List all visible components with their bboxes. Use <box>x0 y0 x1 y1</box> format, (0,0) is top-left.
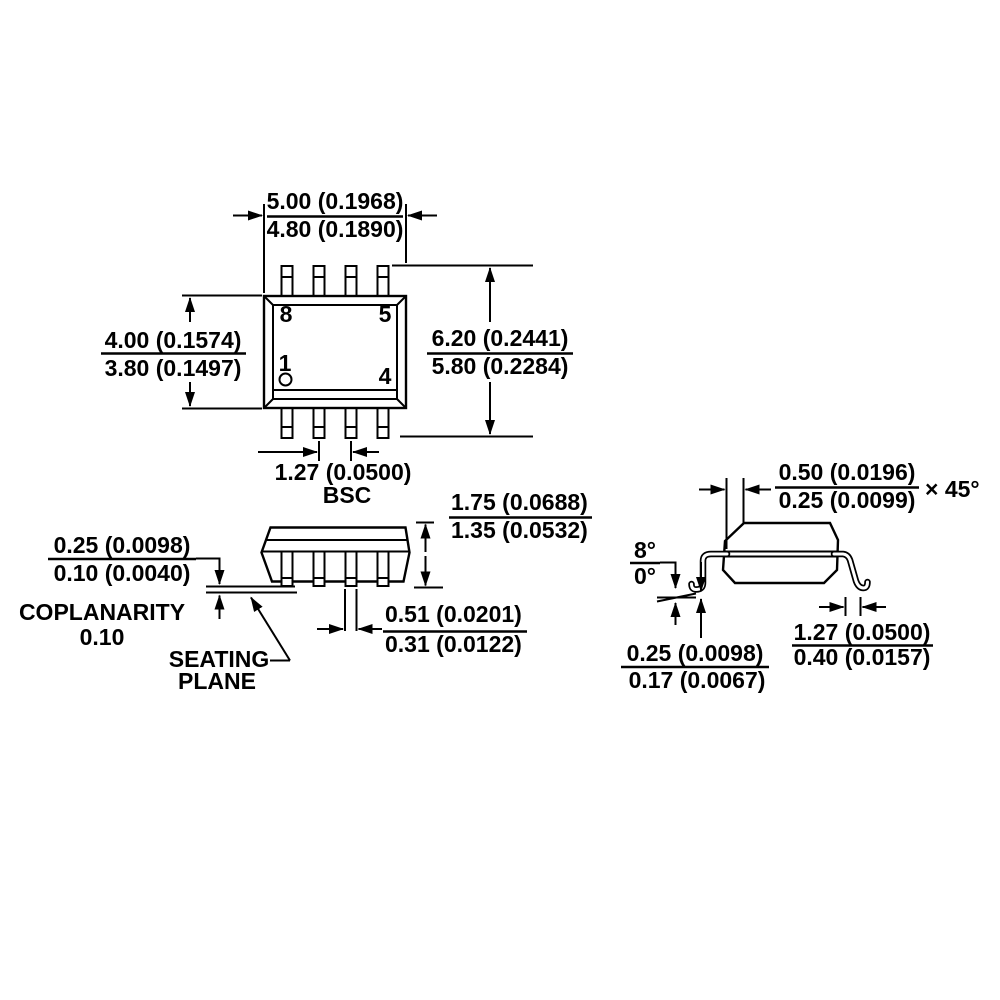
dim-text-max: 0.25 (0.0098) <box>627 640 764 666</box>
corner-chamfer-lines <box>263 295 407 409</box>
dim-body-length: 4.00 (0.1574) 3.80 (0.1497) <box>101 294 262 410</box>
dim-text-min: 0.10 (0.0040) <box>54 560 191 586</box>
dim-overall-span: 6.20 (0.2441) 5.80 (0.2284) <box>392 264 573 438</box>
dim-text-min: 4.80 (0.1890) <box>267 216 404 242</box>
pin-number-8: 8 <box>280 301 293 327</box>
angle-slant-line <box>656 592 697 603</box>
dim-text-min: 0.17 (0.0067) <box>629 667 766 693</box>
dim-text-min: 0.40 (0.0157) <box>794 644 931 670</box>
dim-text-max: 0.51 (0.0201) <box>385 601 522 627</box>
top-view: 8 5 1 4 5.00 (0.1968) 4.80 (0.1890) 4.00… <box>101 188 573 508</box>
seating-plane-callout: SEATING PLANE <box>169 596 291 694</box>
dim-height: 1.75 (0.0688) 1.35 (0.0532) <box>414 489 592 589</box>
dim-lead-width: 0.51 (0.0201) 0.31 (0.0122) <box>317 589 527 657</box>
lead-core <box>690 552 729 592</box>
gullwing-lead-left <box>688 550 731 593</box>
dim-text-max: 0.50 (0.0196) <box>779 459 916 485</box>
dim-text-min: 3.80 (0.1497) <box>105 355 242 381</box>
pin1-indicator-dot <box>278 372 293 387</box>
front-view-leads <box>280 550 390 587</box>
plane-label: PLANE <box>178 668 256 694</box>
lead <box>312 550 326 587</box>
lead <box>376 265 390 298</box>
lead <box>344 550 358 587</box>
top-view-leads-bottom <box>280 406 390 439</box>
leader-line <box>660 561 677 566</box>
dim-foot-length: 1.27 (0.0500) 0.40 (0.0157) <box>792 597 933 670</box>
lead <box>280 550 294 587</box>
dim-text-min: 1.35 (0.0532) <box>451 517 588 543</box>
lead-outline <box>688 550 731 593</box>
lead <box>344 406 358 439</box>
dim-text-max: 4.00 (0.1574) <box>105 327 242 353</box>
lead <box>312 406 326 439</box>
dim-text-min: 0° <box>634 563 656 589</box>
dim-text-min: 5.80 (0.2284) <box>432 353 569 379</box>
leader-line <box>196 557 221 563</box>
dim-text-max: 1.75 (0.0688) <box>451 489 588 515</box>
seating-label: SEATING <box>169 646 270 672</box>
lead <box>280 265 294 298</box>
gullwing-lead-right <box>830 550 871 592</box>
dim-text-max: 6.20 (0.2441) <box>432 325 569 351</box>
dim-lead-angle: 8° 0° <box>630 537 697 625</box>
pin-number-4: 4 <box>379 363 392 389</box>
dim-text-bsc: BSC <box>323 482 372 508</box>
coplanarity-label: COPLANARITY <box>19 599 185 625</box>
dim-lead-thickness: 0.25 (0.0098) 0.17 (0.0067) <box>621 562 769 693</box>
dim-text-min: 0.31 (0.0122) <box>385 631 522 657</box>
end-view: 0.50 (0.0196) 0.25 (0.0099) × 45° 8° 0° … <box>621 459 980 693</box>
coplanarity-value: 0.10 <box>80 624 125 650</box>
dim-text-max: 1.27 (0.0500) <box>794 619 931 645</box>
package-body-inner <box>272 304 398 400</box>
lead <box>312 265 326 298</box>
pin-number-1: 1 <box>279 350 292 376</box>
dim-lead-pitch: 1.27 (0.0500) BSC <box>258 441 411 508</box>
dim-body-width: 5.00 (0.1968) 4.80 (0.1890) <box>233 188 437 293</box>
dim-text-max: 0.25 (0.0098) <box>54 532 191 558</box>
leader-arrow <box>250 596 291 662</box>
dim-standoff: 0.25 (0.0098) 0.10 (0.0040) <box>48 532 225 619</box>
lead-core <box>832 552 869 590</box>
dim-text-min: 0.25 (0.0099) <box>779 487 916 513</box>
dim-chamfer: 0.50 (0.0196) 0.25 (0.0099) × 45° <box>699 459 980 549</box>
lead <box>280 406 294 439</box>
dim-text-max: 5.00 (0.1968) <box>267 188 404 214</box>
dim-text: 1.27 (0.0500) <box>275 459 412 485</box>
package-body-end <box>721 521 840 585</box>
coplanarity-note: COPLANARITY 0.10 <box>19 599 185 650</box>
lead <box>376 406 390 439</box>
lead <box>376 550 390 587</box>
front-view: 1.75 (0.0688) 1.35 (0.0532) 0.25 (0.0098… <box>19 489 592 694</box>
lead <box>344 265 358 298</box>
top-view-leads-top <box>280 265 390 298</box>
pin-number-5: 5 <box>379 301 392 327</box>
dim-text-angle-suffix: × 45° <box>925 476 980 502</box>
dim-text-max: 8° <box>634 537 656 563</box>
